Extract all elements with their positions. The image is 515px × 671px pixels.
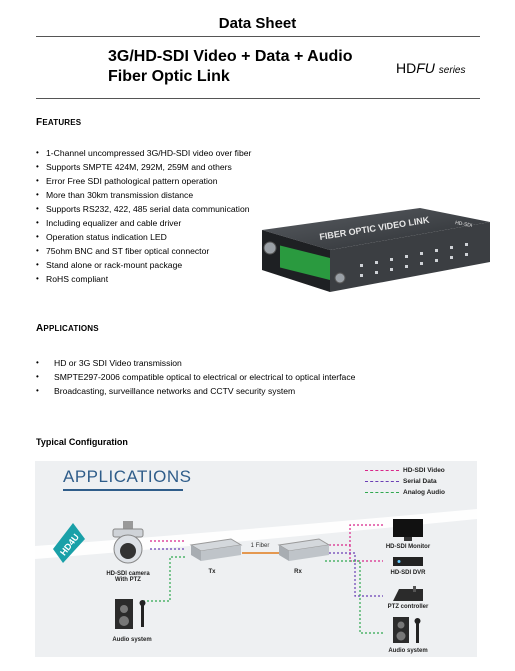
product-photo: FIBER OPTIC VIDEO LINK HD-SDI: [262, 208, 490, 292]
ribbon-band: HD4U: [35, 509, 477, 563]
legend-entry: Serial Data: [365, 476, 445, 487]
camera-label-line1: HD-SDI camera: [106, 571, 150, 577]
application-item: Broadcasting, surveillance networks and …: [36, 384, 476, 398]
terminal-block: [280, 245, 330, 280]
legend-swatch: [365, 470, 399, 471]
applications-heading-cap: A: [36, 323, 44, 334]
rx-label: Rx: [294, 569, 302, 575]
audio-left-label: Audio system: [112, 637, 152, 643]
application-item: SMPTE297-2006 compatible optical to elec…: [36, 370, 476, 384]
legend-label: Serial Data: [403, 478, 437, 485]
series-suffix: series: [438, 65, 466, 76]
line-tx-audio: [143, 556, 185, 602]
feature-item: Operation status indication LED: [36, 230, 276, 244]
fiber-label: 1 Fiber: [250, 543, 270, 549]
product-title-line1: 3G/HD-SDI Video + Data + Audio: [108, 48, 353, 65]
speaker-icon-right: [393, 617, 421, 643]
ptz-label: PTZ controller: [387, 604, 429, 610]
bnc-connector-left: [263, 241, 277, 255]
product-title-line2: Fiber Optic Link: [108, 68, 230, 85]
line-rx-audio: [325, 560, 383, 634]
rx-unit-icon: [277, 538, 331, 561]
camera-icon: [112, 521, 144, 564]
feature-item: More than 30km transmission distance: [36, 188, 276, 202]
sheet-title: Data Sheet: [218, 15, 297, 32]
speaker-icon-left: [115, 599, 146, 629]
legend-label: Analog Audio: [403, 489, 446, 496]
header-rule-top: [36, 36, 480, 37]
feature-item: Supports SMPTE 424M, 292M, 259M and othe…: [36, 160, 276, 174]
legend-swatch: [365, 492, 399, 493]
dvr-label: HD-SDI DVR: [390, 570, 426, 576]
feature-item: 75ohm BNC and ST fiber optical connector: [36, 244, 276, 258]
audio-right-label: Audio system: [388, 648, 428, 654]
features-heading-rest: EATURES: [42, 118, 82, 127]
legend-label: HD-SDI Video: [403, 467, 445, 474]
feature-item: Error Free SDI pathological pattern oper…: [36, 174, 276, 188]
legend-swatch: [365, 481, 399, 482]
series-italic: FU: [416, 60, 435, 76]
features-heading: FEATURES: [36, 117, 81, 128]
vent-holes: [360, 243, 468, 277]
series-label: HDFU series: [396, 60, 465, 76]
legend-entry: HD-SDI Video: [365, 465, 445, 476]
monitor-label: HD-SDI Monitor: [385, 544, 431, 550]
device-side-face: [330, 222, 490, 292]
series-prefix: HD: [396, 60, 417, 76]
connection-lines: [143, 524, 383, 634]
monitor-icon: [393, 519, 423, 541]
device-top-face: [262, 208, 490, 250]
feature-item: Supports RS232, 422, 485 serial data com…: [36, 202, 276, 216]
camera-label-line2: With PTZ: [115, 577, 141, 583]
diagram-title-underline: [63, 489, 183, 491]
tx-unit-icon: [189, 538, 243, 561]
application-item: HD or 3G SDI Video transmission: [36, 356, 476, 370]
config-title: Typical Configuration: [36, 437, 128, 447]
header-rule-bottom: [36, 98, 480, 99]
applications-heading-rest: PPLICATIONS: [43, 324, 99, 333]
feature-item: RoHS compliant: [36, 272, 276, 286]
features-heading-cap: F: [36, 117, 43, 128]
bnc-connector-right: [334, 272, 346, 284]
features-list: 1-Channel uncompressed 3G/HD-SDI video o…: [36, 146, 276, 286]
tx-label: Tx: [208, 569, 216, 575]
feature-item: Including equalizer and cable driver: [36, 216, 276, 230]
applications-list: HD or 3G SDI Video transmissionSMPTE297-…: [36, 356, 476, 398]
ptz-controller-icon: [393, 586, 423, 601]
line-rx-monitor: [325, 524, 383, 546]
product-title: 3G/HD-SDI Video + Data + Audio Fiber Opt…: [108, 47, 398, 87]
device-corner-text: HD-SDI: [455, 220, 473, 229]
feature-item: Stand alone or rack-mount package: [36, 258, 276, 272]
feature-item: 1-Channel uncompressed 3G/HD-SDI video o…: [36, 146, 276, 160]
diagram-title: APPLICATIONS: [63, 467, 192, 486]
dvr-icon: [393, 557, 423, 566]
legend-entry: Analog Audio: [365, 487, 445, 498]
ribbon-tab: [53, 523, 85, 563]
applications-heading: APPLICATIONS: [36, 323, 99, 334]
